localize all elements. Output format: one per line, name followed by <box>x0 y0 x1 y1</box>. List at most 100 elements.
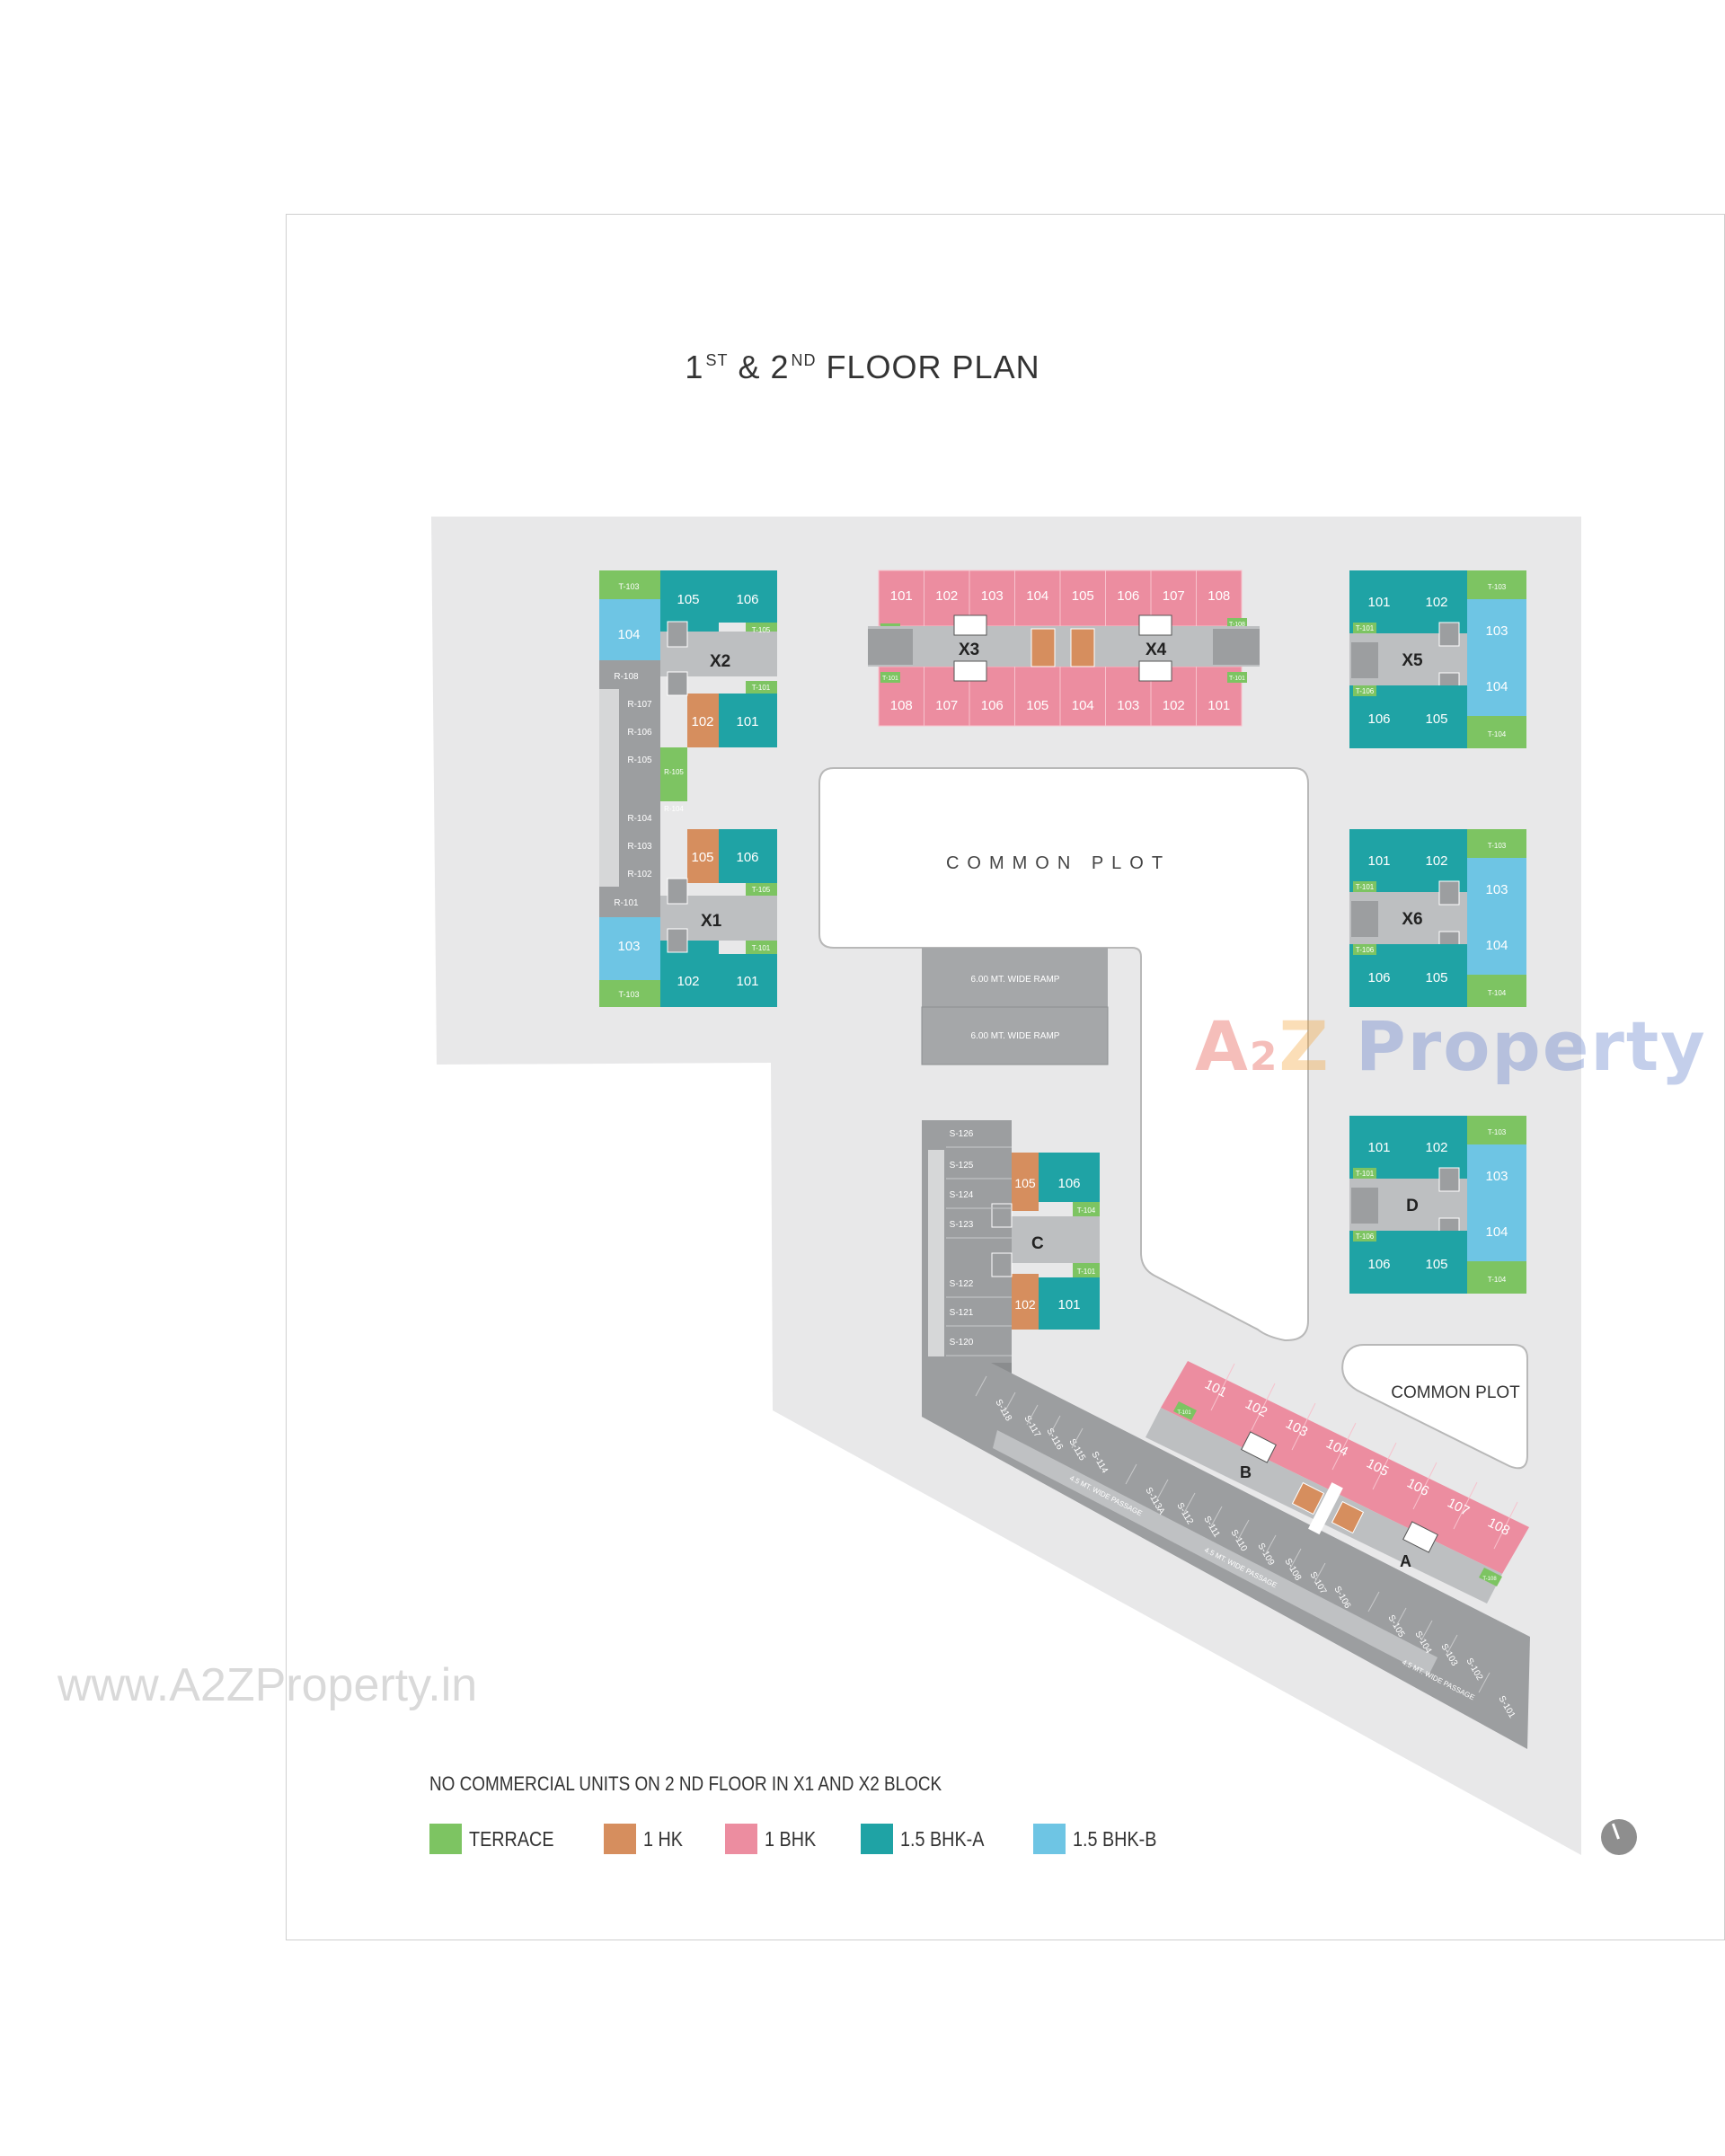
block-label: A <box>1400 1552 1411 1570</box>
block-label: B <box>1240 1463 1252 1481</box>
shop-divider <box>1367 1591 1380 1613</box>
lift <box>1438 880 1460 906</box>
unit-divider <box>1251 1383 1276 1431</box>
unit-number: 102 <box>1425 1140 1447 1155</box>
terrace-unit <box>1073 1263 1100 1277</box>
unit-divider <box>1412 1462 1438 1510</box>
unit-number: 102 <box>1425 595 1447 610</box>
unit-1-5bhk-a <box>1406 1231 1467 1294</box>
unit-number: 106 <box>736 850 758 865</box>
ramp-1-label: 6.00 MT. WIDE RAMP <box>971 975 1060 985</box>
shop-divider <box>1156 1479 1169 1500</box>
lift <box>667 878 688 905</box>
terrace-unit <box>746 883 777 896</box>
terrace-unit <box>1353 1168 1376 1179</box>
block-x2: X2 105 106 104 102 101 T-103 T-105 T-101 <box>599 570 777 747</box>
passage-strip <box>993 1430 1438 1675</box>
unit-number: 101 <box>1367 853 1390 869</box>
stair <box>868 629 913 665</box>
unit-1-5bhk-a <box>1406 685 1467 748</box>
terrace-unit <box>1467 716 1526 748</box>
unit-number: 104 <box>617 627 640 642</box>
block-label: X1 <box>701 912 722 931</box>
unit-number: 101 <box>890 588 913 604</box>
unit-number: 102 <box>1014 1297 1036 1312</box>
unit-number: 105 <box>1425 711 1447 727</box>
unit-number: 104 <box>1072 698 1094 713</box>
block-label: X2 <box>710 652 730 671</box>
unit-number: 103 <box>1485 1169 1508 1184</box>
legend: TERRACE 1 HK 1 BHK 1.5 BHK-A 1.5 BHK-B <box>429 1824 1207 1854</box>
legend-swatch <box>429 1824 462 1854</box>
unit-number: 105 <box>677 592 699 607</box>
shop-divider <box>1004 1392 1016 1413</box>
unit-number: 101 <box>1057 1297 1080 1312</box>
unit-number: 108 <box>890 698 913 713</box>
unit-1bhk <box>1014 666 1061 727</box>
shop-divider <box>1264 1534 1277 1556</box>
watermark-logo: A2Z Property <box>1195 1006 1707 1086</box>
unit-1hk <box>1012 1274 1039 1330</box>
common-plot-main <box>818 767 1309 1341</box>
unit-number: 106 <box>1367 970 1390 985</box>
lift <box>991 1203 1013 1228</box>
shop-label: R-108 <box>614 672 639 682</box>
terrace-label: R-104 <box>664 805 684 813</box>
legend-swatch <box>725 1824 758 1854</box>
block-x1: X1 105 106 103 102 101 T-105 T-101 T-103 <box>599 829 777 1007</box>
unit-1bhk <box>1196 570 1243 627</box>
unit-1-5bhk-a <box>1039 1153 1100 1202</box>
unit-1-5bhk-a <box>719 570 777 623</box>
block-label: X5 <box>1402 651 1423 670</box>
unit-number: 103 <box>1485 882 1508 897</box>
legend-swatch <box>860 1824 893 1854</box>
unit-number: 105 <box>1425 970 1447 985</box>
legend-label: TERRACE <box>469 1826 554 1851</box>
terrace-label: T-108 <box>1482 1577 1497 1582</box>
terrace-unit <box>1467 1261 1526 1294</box>
terrace-unit <box>1467 829 1526 858</box>
terrace-label: T-101 <box>752 944 771 952</box>
terrace-label: T-105 <box>752 886 771 894</box>
lift <box>1070 628 1095 667</box>
lift-box <box>1402 1521 1438 1553</box>
legend-item-1bhk: 1 BHK <box>725 1824 824 1854</box>
shop-label: R-102 <box>627 870 652 879</box>
terrace-label: T-101 <box>1356 624 1375 632</box>
lift <box>991 1252 1013 1277</box>
legend-label: 1.5 BHK-A <box>899 1826 984 1851</box>
core <box>1012 1216 1100 1263</box>
lift <box>1438 1167 1460 1192</box>
lift <box>1031 628 1056 667</box>
legend-label: 1 BHK <box>765 1826 817 1851</box>
block-label: X6 <box>1402 910 1422 929</box>
lift-box <box>1241 1431 1277 1463</box>
shop-column <box>599 660 660 689</box>
terrace-unit <box>1353 881 1376 892</box>
unit-number: 104 <box>1026 588 1048 604</box>
unit-1-5bhk-b <box>1467 1144 1526 1202</box>
unit-number: 105 <box>1026 698 1048 713</box>
terrace-label: T-104 <box>1488 989 1507 997</box>
terrace-unit <box>746 681 777 694</box>
north-compass-icon <box>1601 1819 1637 1855</box>
shop-label: R-107 <box>627 700 652 710</box>
unit-1-5bhk-a <box>719 954 777 1007</box>
stair <box>1213 629 1260 665</box>
shop-divider <box>1314 1562 1326 1584</box>
stair <box>1351 901 1378 937</box>
terrace-label: T-101 <box>1229 676 1245 682</box>
terrace-unit <box>1173 1401 1197 1420</box>
unit-number: 102 <box>1163 698 1185 713</box>
unit-divider <box>1453 1481 1478 1530</box>
unit-divider <box>1210 1363 1235 1411</box>
lift-box <box>1138 614 1172 636</box>
legend-item-1-5bhk-a: 1.5 BHK-A <box>860 1824 998 1854</box>
shop-divider <box>975 1375 987 1397</box>
unit-divider <box>1493 1501 1518 1550</box>
shop-divider <box>1071 1427 1084 1449</box>
terrace-unit <box>880 672 900 683</box>
